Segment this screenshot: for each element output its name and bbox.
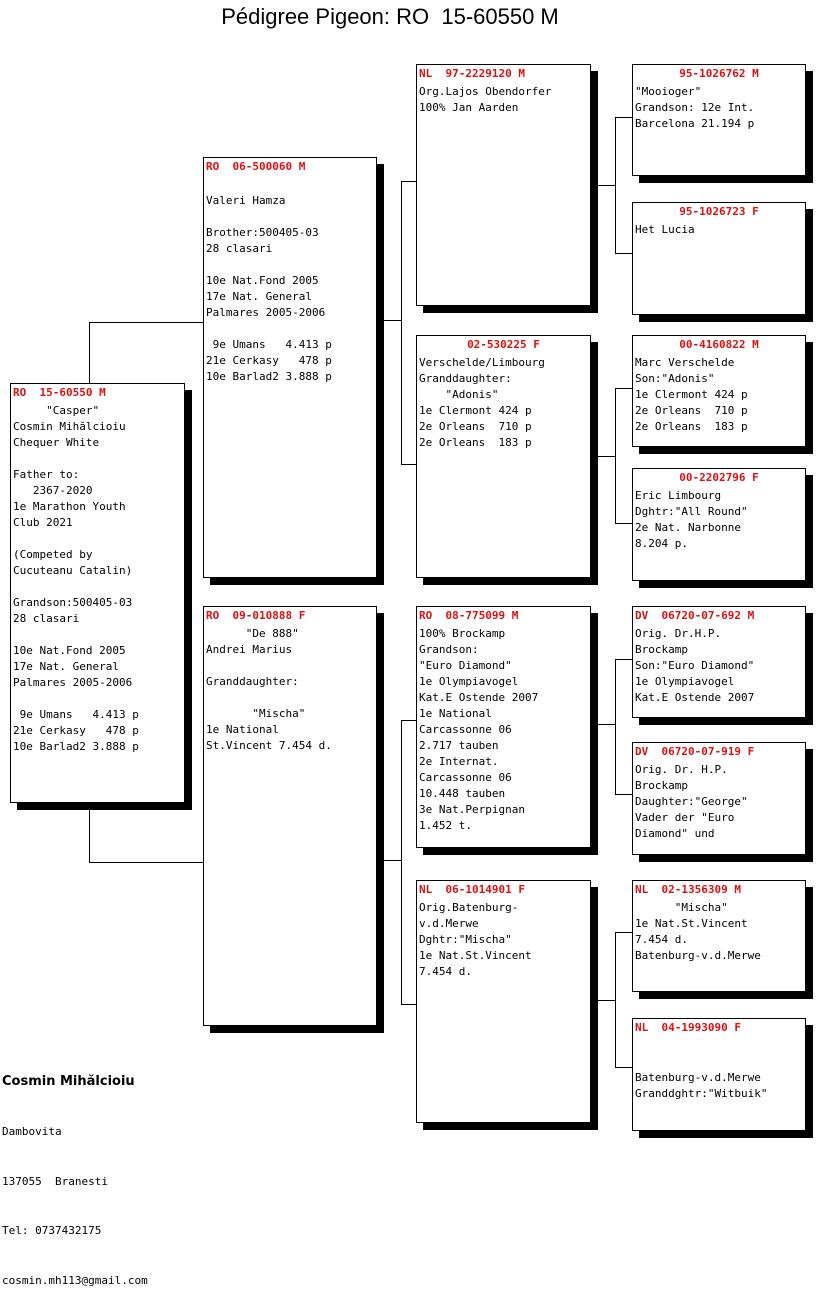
- owner-email: cosmin.mh113@gmail.com: [2, 1273, 148, 1287]
- connector-line: [597, 456, 616, 457]
- connector-line: [597, 185, 616, 186]
- ring-number: RO 08-775099 M: [419, 609, 519, 622]
- connector-line: [401, 464, 417, 465]
- ssd-card: 95-1026723 F Het Lucia: [632, 202, 806, 315]
- ring-number: NL 06-1014901 F: [419, 883, 525, 896]
- pigeon-details: Orig.Batenburg- v.d.Merwe Dghtr:"Mischa"…: [419, 901, 532, 978]
- pigeon-details: Verschelde/Limbourg Granddaughter: "Adon…: [419, 356, 545, 449]
- dam-sire-card: RO 08-775099 M 100% Brockamp Grandson: "…: [416, 606, 591, 848]
- connector-line: [615, 523, 632, 524]
- sire-dam-card: 02-530225 F Verschelde/Limbourg Granddau…: [416, 335, 591, 578]
- ring-number: 00-4160822 M: [679, 338, 759, 351]
- connector-line: [615, 659, 632, 660]
- pigeon-details: Valeri Hamza Brother:500405-03 28 clasar…: [206, 194, 332, 383]
- sire-sire-card: NL 97-2229120 M Org.Lajos Obendorfer 100…: [416, 64, 591, 306]
- connector-line: [615, 659, 616, 795]
- ring-number: RO 15-60550 M: [13, 386, 106, 399]
- pigeon-details: Batenburg-v.d.Merwe Granddghtr:"Witbuik": [635, 1071, 768, 1100]
- connector-line: [384, 860, 402, 861]
- connector-line: [615, 932, 632, 933]
- connector-line: [401, 1004, 417, 1005]
- connector-line: [401, 181, 402, 465]
- dds-card: NL 02-1356309 M "Mischa" 1e Nat.St.Vince…: [632, 880, 806, 992]
- connector-line: [401, 181, 417, 182]
- pigeon-details: Marc Verschelde Son:"Adonis" 1e Clermont…: [635, 356, 748, 433]
- owner-address: 137055 Branesti: [2, 1174, 108, 1188]
- connector-line: [615, 388, 632, 389]
- connector-line: [615, 117, 616, 254]
- owner-phone: Tel: 0737432175: [2, 1224, 102, 1237]
- ring-number: 95-1026723 F: [679, 205, 759, 218]
- pigeon-details: Org.Lajos Obendorfer 100% Jan Aarden: [419, 85, 552, 114]
- connector-line: [89, 322, 204, 323]
- owner-region: Dambovita: [2, 1125, 62, 1138]
- ring-number: DV 06720-07-692 M: [635, 609, 755, 622]
- connector-line: [615, 388, 616, 524]
- ring-number: 00-2202796 F: [679, 471, 759, 484]
- ring-number: NL 02-1356309 M: [635, 883, 741, 896]
- connector-line: [615, 794, 632, 795]
- pigeon-details: "Mischa" 1e Nat.St.Vincent 7.454 d. Bate…: [635, 901, 761, 962]
- sire-card: RO 06-500060 M Valeri Hamza Brother:5004…: [203, 157, 377, 578]
- connector-line: [597, 724, 616, 725]
- pigeon-details: 100% Brockamp Grandson: "Euro Diamond" 1…: [419, 627, 539, 832]
- connector-line: [401, 720, 417, 721]
- connector-line: [615, 117, 632, 118]
- dss-card: DV 06720-07-692 M Orig. Dr.H.P. Brockamp…: [632, 606, 806, 718]
- pigeon-details: "Casper" Cosmin Mihălcioiu Chequer White…: [13, 404, 139, 753]
- connector-line: [401, 720, 402, 1005]
- connector-line: [615, 253, 632, 254]
- ddd-card: NL 04-1993090 F Batenburg-v.d.Merwe Gran…: [632, 1018, 806, 1131]
- connector-line: [89, 862, 204, 863]
- sss-card: 95-1026762 M "Mooioger" Grandson: 12e In…: [632, 64, 806, 176]
- ring-number: NL 97-2229120 M: [419, 67, 525, 80]
- sdd-card: 00-2202796 F Eric Limbourg Dghtr:"All Ro…: [632, 468, 806, 581]
- connector-line: [597, 1000, 616, 1001]
- pigeon-details: Orig. Dr. H.P. Brockamp Daughter:"George…: [635, 763, 748, 840]
- ring-number: RO 09-010888 F: [206, 609, 306, 622]
- ring-number: NL 04-1993090 F: [635, 1021, 741, 1034]
- page-title: Pédigree Pigeon: RO 15-60550 M: [221, 4, 559, 29]
- dsd-card: DV 06720-07-919 F Orig. Dr. H.P. Brockam…: [632, 742, 806, 855]
- pigeon-details: Eric Limbourg Dghtr:"All Round" 2e Nat. …: [635, 489, 748, 550]
- pigeon-details: "De 888" Andrei Marius Granddaughter: "M…: [206, 627, 332, 752]
- connector-line: [89, 322, 90, 384]
- connector-line: [615, 932, 616, 1068]
- owner-name: Cosmin Mihălcioiu: [2, 1074, 135, 1089]
- connector-line: [615, 1067, 632, 1068]
- owner-contact: Cosmin Mihălcioiu Dambovita 137055 Brane…: [2, 1040, 148, 1306]
- ring-number: 95-1026762 M: [679, 67, 759, 80]
- connector-line: [89, 803, 90, 863]
- subject-pigeon-card: RO 15-60550 M "Casper" Cosmin Mihălcioiu…: [10, 383, 185, 803]
- dam-card: RO 09-010888 F "De 888" Andrei Marius Gr…: [203, 606, 377, 1026]
- pigeon-details: "Mooioger" Grandson: 12e Int. Barcelona …: [635, 85, 755, 130]
- dam-dam-card: NL 06-1014901 F Orig.Batenburg- v.d.Merw…: [416, 880, 591, 1123]
- ring-number: 02-530225 F: [467, 338, 540, 351]
- ring-number: DV 06720-07-919 F: [635, 745, 755, 758]
- ring-number: RO 06-500060 M: [206, 160, 306, 173]
- pigeon-details: Het Lucia: [635, 223, 695, 236]
- sds-card: 00-4160822 M Marc Verschelde Son:"Adonis…: [632, 335, 806, 447]
- connector-line: [384, 320, 402, 321]
- pigeon-details: Orig. Dr.H.P. Brockamp Son:"Euro Diamond…: [635, 627, 755, 704]
